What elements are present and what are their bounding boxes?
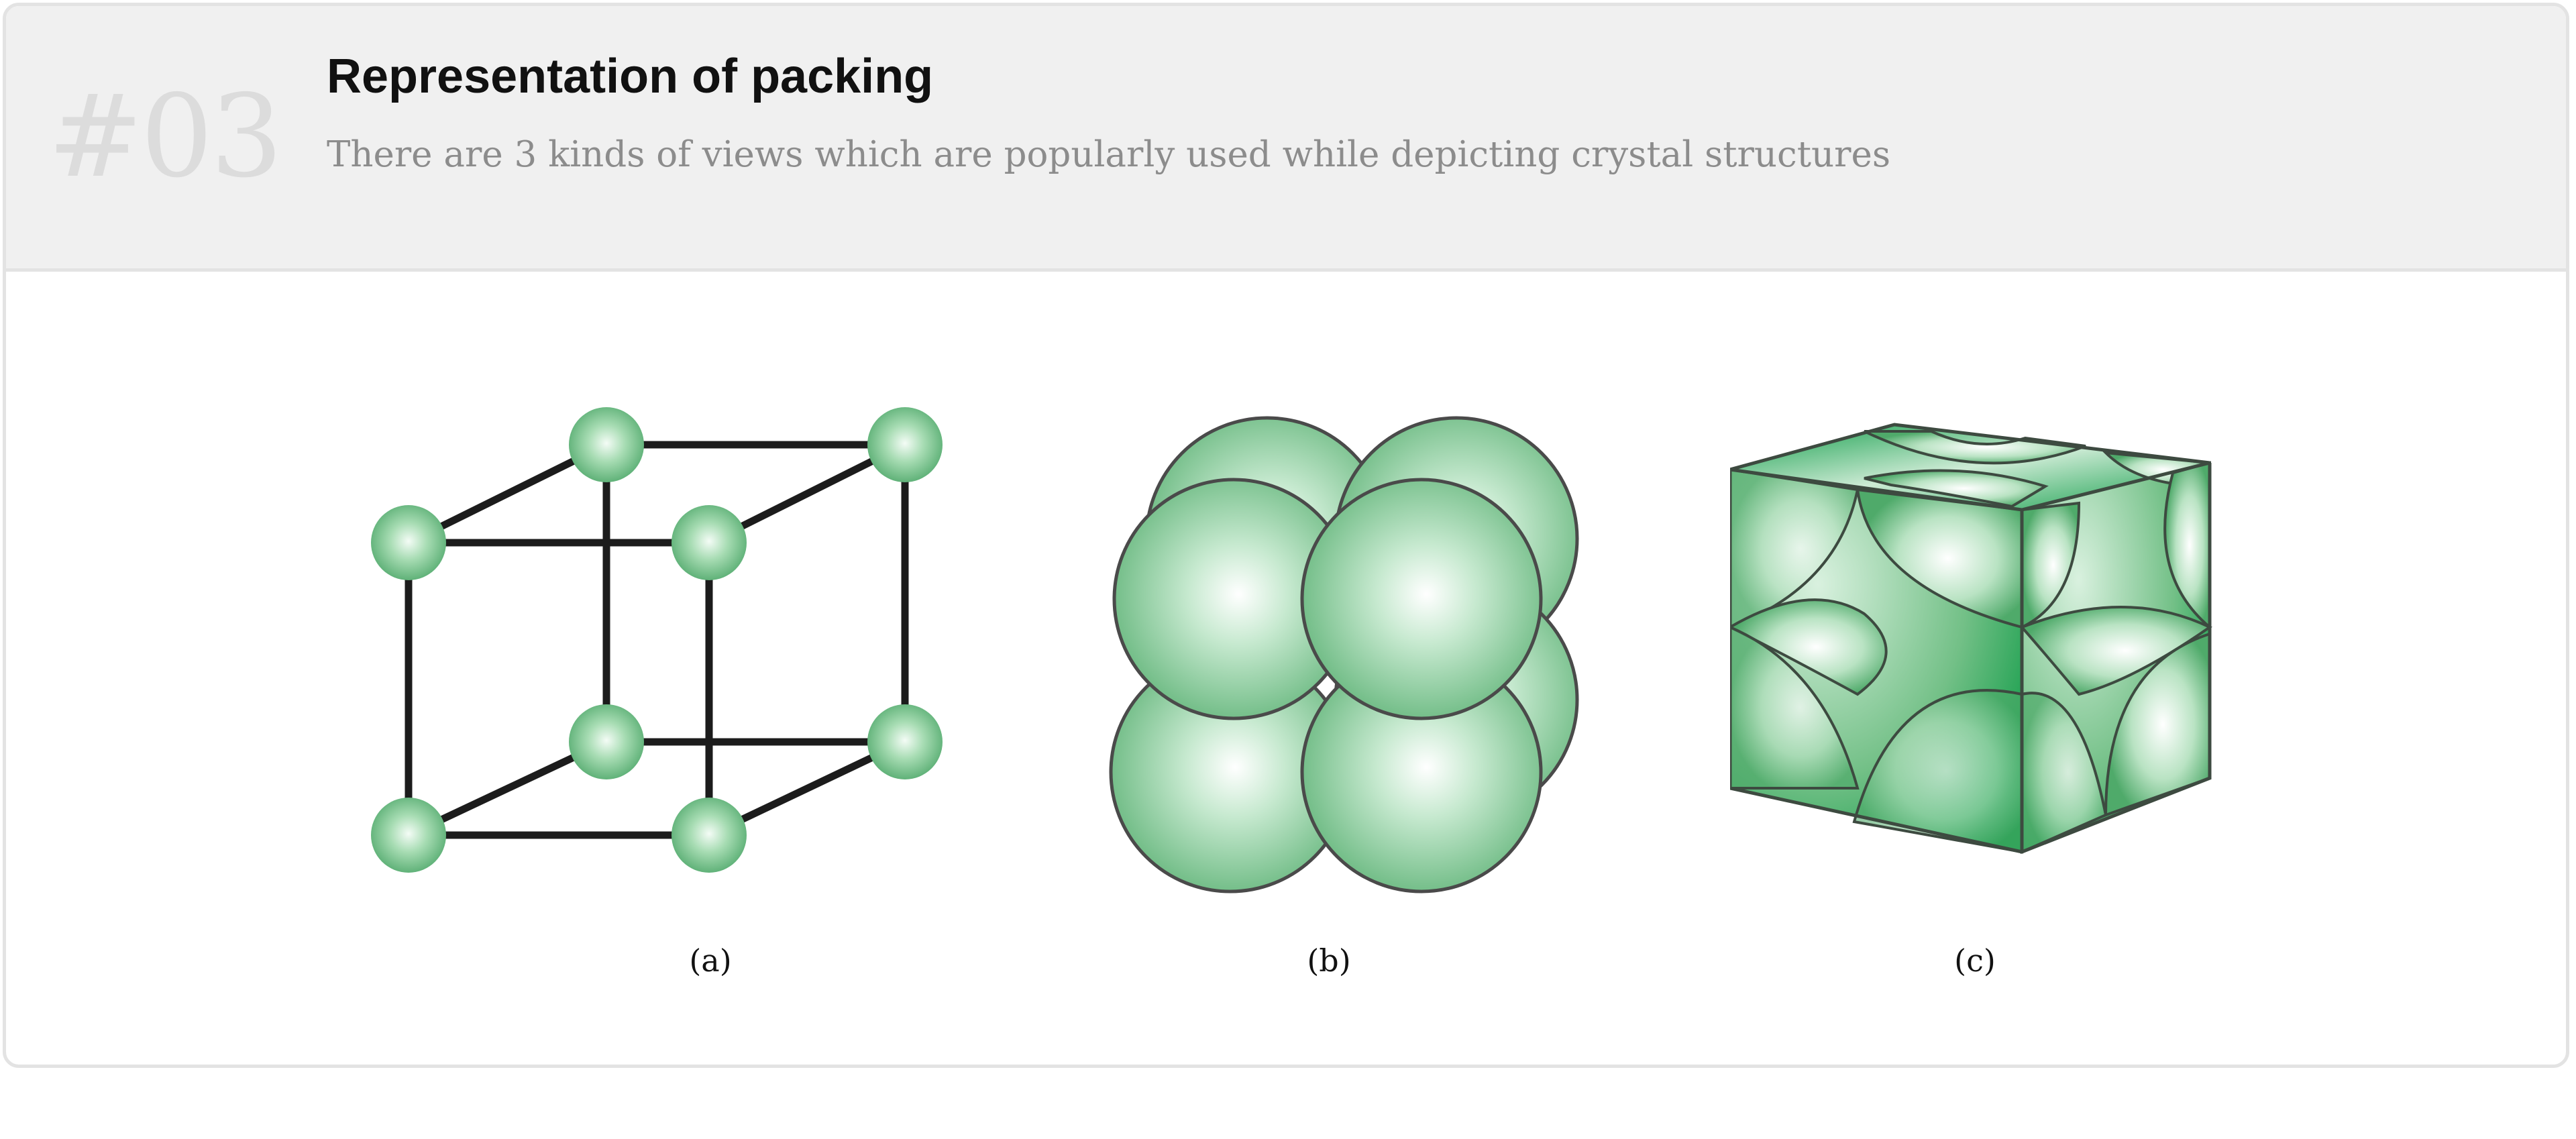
atom (569, 704, 644, 779)
atom (672, 798, 747, 873)
spheres (1109, 416, 1579, 893)
sphere-cuts (1730, 430, 2212, 855)
unit-cell-cutout (1730, 423, 2212, 855)
space-filling-spheres (1109, 416, 1579, 893)
caption-c: (c) (1954, 942, 1996, 979)
atom (672, 505, 747, 580)
cube-bonds (405, 441, 909, 839)
sphere-cut (1864, 469, 2049, 508)
atom (867, 704, 943, 779)
sphere-cut (2021, 692, 2108, 855)
sphere-cut (2163, 461, 2211, 631)
atom (867, 407, 943, 482)
step-number: #03 (48, 70, 283, 203)
sphere-cut (1852, 689, 2023, 854)
section-title: Representation of packing (327, 50, 934, 103)
sphere (1300, 478, 1543, 720)
caption-a: (a) (689, 942, 732, 979)
sphere-cut (1856, 488, 2023, 629)
sphere-cut (2104, 632, 2211, 817)
content-card: #03 Representation of packing There are … (3, 3, 2569, 1068)
atom (371, 505, 446, 580)
sphere-cut (1730, 598, 1888, 696)
sphere-cut (1730, 625, 1860, 790)
ball-and-stick-cube (371, 407, 943, 873)
sphere-cut (1864, 430, 2086, 465)
atom (371, 798, 446, 873)
figure-area: (a) (b) (6, 272, 2566, 1063)
caption-b: (b) (1307, 942, 1351, 979)
atoms (371, 407, 943, 873)
atom (569, 407, 644, 482)
cube-edges (1730, 423, 2212, 854)
section-subtitle: There are 3 kinds of views which are pop… (327, 134, 1891, 175)
card-header: #03 Representation of packing There are … (6, 6, 2566, 272)
